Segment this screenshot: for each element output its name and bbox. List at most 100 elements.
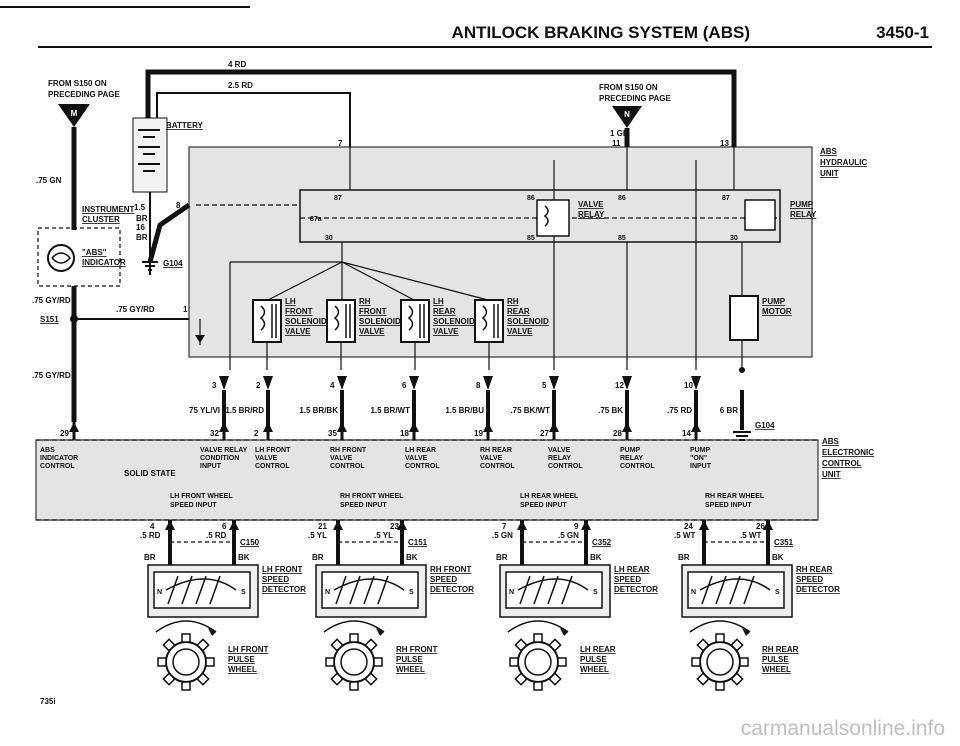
ecu-block-label: LH REAR [405,447,436,454]
svg-text:SOLENOID: SOLENOID [507,317,549,326]
battery-label: BATTERY [166,121,204,130]
svg-text:CONTROL: CONTROL [40,463,75,470]
svg-text:23: 23 [390,522,399,531]
svg-text:SPEED: SPEED [796,575,823,584]
connector-pin-icon [549,376,559,390]
svg-text:VALVE: VALVE [507,327,533,336]
ecu-label: ABS [822,437,840,446]
connector-pin-label: 12 [615,381,624,390]
svg-text:4: 4 [150,522,155,531]
source-right-line1: FROM S150 ON [599,83,658,92]
ecu-block-label: CONDITION [200,455,239,462]
connector-pin-label: 3 [212,381,217,390]
pump-motor: PUMP MOTOR [729,295,792,341]
ecu-block-label: PUMP [620,447,641,454]
svg-text:13: 13 [720,139,729,148]
svg-text:9: 9 [574,522,579,531]
svg-text:DETECTOR: DETECTOR [262,585,306,594]
svg-text:BK: BK [406,553,418,562]
svg-text:C151: C151 [408,538,428,547]
ecu-pin-label: 28 [613,429,622,438]
svg-text:UNIT: UNIT [822,470,841,479]
ecu-block-label: CONTROL [255,463,290,470]
source-left-line2: PRECEDING PAGE [48,90,121,99]
svg-text:S: S [775,589,780,596]
svg-text:C352: C352 [592,538,612,547]
valve-relay: VALVE RELAY 87 87a 30 86 85 [310,195,605,242]
ecu-pin-label: 32 [210,429,219,438]
ecu-block-label: RH FRONT [330,447,367,454]
ecu-speed-label: SPEED INPUT [340,502,387,509]
ecu-speed-label: SPEED INPUT [520,502,567,509]
svg-text:BK: BK [590,553,602,562]
svg-text:PULSE: PULSE [762,655,789,664]
ecu-block-label: CONTROL [405,463,440,470]
svg-text:SOLENOID: SOLENOID [285,317,327,326]
svg-text:.75 GY/RD: .75 GY/RD [116,305,155,314]
svg-text:UNIT: UNIT [820,169,839,178]
ecu-housing [35,439,819,521]
ecu-block-label: VALVE [480,455,503,462]
svg-text:SPEED: SPEED [614,575,641,584]
svg-text:.75 GY/RD: .75 GY/RD [32,296,71,305]
svg-text:.5 RD: .5 RD [206,531,227,540]
svg-text:WHEEL: WHEEL [396,665,425,674]
svg-text:.75 GY/RD: .75 GY/RD [32,371,71,380]
svg-text:LH: LH [285,297,296,306]
ecu-pin-label: 19 [474,429,483,438]
ecu-block-label: CONTROL [480,463,515,470]
svg-text:REAR: REAR [507,307,530,316]
svg-text:11: 11 [612,139,621,148]
svg-text:86: 86 [527,195,535,202]
ecu-block-label: RELAY [620,455,643,462]
ecu-block-label: INPUT [200,463,222,470]
svg-text:LH FRONT: LH FRONT [262,565,303,574]
svg-text:PUMP: PUMP [762,297,786,306]
svg-text:7: 7 [338,139,343,148]
svg-text:FRONT: FRONT [285,307,313,316]
wire-2-5rd [156,92,351,147]
svg-text:PULSE: PULSE [228,655,255,664]
ecu-block-label: VALVE RELAY [200,447,248,454]
svg-text:RELAY: RELAY [790,210,817,219]
svg-text:DETECTOR: DETECTOR [796,585,840,594]
page-title: ANTILOCK BRAKING SYSTEM (ABS) [452,23,750,42]
svg-text:M: M [71,109,78,118]
svg-text:30: 30 [730,235,738,242]
svg-text:.5 WT: .5 WT [674,531,695,540]
svg-text:RELAY: RELAY [578,210,605,219]
svg-text:BR: BR [678,553,690,562]
wire-label: 1.5 BR/BU [445,406,484,415]
svg-text:87: 87 [334,195,342,202]
ecu-pin-icon [69,422,79,432]
svg-text:ABS: ABS [40,447,55,454]
wire-label: 1.5 BR/RD [225,406,264,415]
svg-text:.5 YL: .5 YL [374,531,393,540]
svg-text:RH REAR: RH REAR [762,645,799,654]
ecu-pin-label: 2 [254,429,259,438]
wire-label: 6 BR [720,406,738,415]
wire-label: 1.5 BR/WT [370,406,410,415]
ecu-block-label: RH REAR [480,447,512,454]
ecu-speed-label: SPEED INPUT [170,502,217,509]
svg-text:BR: BR [136,214,148,223]
ecu-solid-state: SOLID STATE [124,469,176,478]
ground-g104-top: G104 [163,259,183,268]
figure-id: 735i [40,697,56,706]
svg-text:LH: LH [433,297,444,306]
svg-text:LH REAR: LH REAR [614,565,650,574]
ecu-speed-label: LH FRONT WHEEL [170,493,233,500]
svg-text:8: 8 [176,201,181,210]
ecu-speed-label: RH REAR WHEEL [705,493,765,500]
svg-text:SPEED: SPEED [430,575,457,584]
svg-text:S: S [241,589,246,596]
svg-text:87a: 87a [310,216,322,223]
instrument-cluster-label: INSTRUMENT [82,205,135,214]
source-left-line1: FROM S150 ON [48,79,107,88]
